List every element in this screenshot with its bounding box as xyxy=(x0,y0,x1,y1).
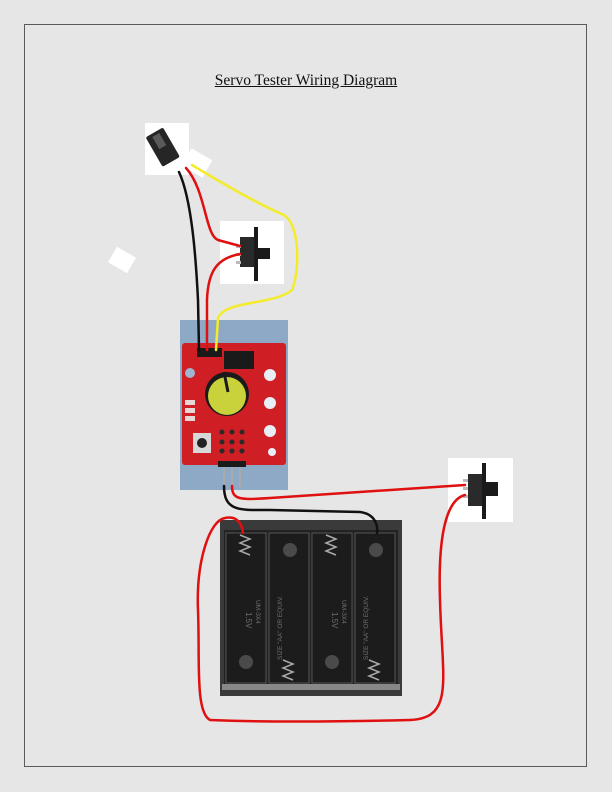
white-label-fragment xyxy=(107,148,213,274)
svg-text:SIZE "AA" OR EQUIV.: SIZE "AA" OR EQUIV. xyxy=(277,595,284,660)
svg-text:1.5V: 1.5V xyxy=(330,612,339,629)
page-border xyxy=(24,24,587,767)
wire-red-switch-to-board xyxy=(205,252,242,352)
wire-red-board-to-switch xyxy=(230,483,467,501)
servo-connector xyxy=(145,123,189,175)
wire-black-board-to-battery xyxy=(222,484,379,535)
svg-text:1.5V: 1.5V xyxy=(244,612,253,629)
wire-black-servo-ground xyxy=(177,170,201,352)
servo-tester-board xyxy=(180,320,288,490)
wire-red-switch-to-battery xyxy=(196,493,467,723)
wires xyxy=(177,163,467,723)
svg-text:UM-3X4: UM-3X4 xyxy=(340,600,347,624)
battery-holder: 1.5V UM-3X4 1.5V UM-3X4 SIZE "AA" OR EQU… xyxy=(220,520,402,696)
svg-text:UM-3X4: UM-3X4 xyxy=(254,600,261,624)
slide-switch-right xyxy=(448,458,513,522)
wire-yellow-signal xyxy=(190,163,299,352)
svg-text:SIZE "AA" OR EQUIV.: SIZE "AA" OR EQUIV. xyxy=(363,595,370,660)
slide-switch-top xyxy=(220,221,284,284)
wire-red-servo-to-switch xyxy=(184,166,242,248)
diagram-title: Servo Tester Wiring Diagram xyxy=(214,72,398,89)
